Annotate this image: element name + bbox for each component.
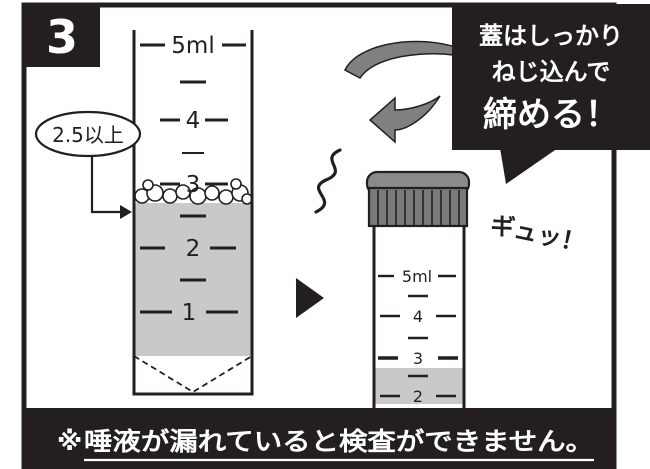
warning-mark: ※ — [57, 427, 82, 457]
right-tube-graduations — [378, 274, 458, 398]
right-tube-body — [372, 226, 466, 408]
instruction-line-3: 締める！ — [483, 95, 619, 135]
left-tube: 5ml 4 3 2 1 — [132, 30, 254, 396]
instruction-line-2: ねじ込んで — [492, 58, 611, 86]
callout-arrowhead — [120, 205, 132, 219]
right-tube: 5ml 4 3 2 — [365, 170, 471, 408]
warning-text: 唾液が漏れていると検査ができません。 — [84, 427, 594, 456]
instruction-line-1: 蓋はしっかり — [479, 22, 623, 50]
instruction-bubble: 蓋はしっかり ねじ込んで 締める！ — [452, 4, 650, 184]
right-tube-mark-3: 3 — [413, 349, 423, 368]
sound-effect-label: ギュッ！ — [488, 211, 588, 258]
left-tube-mark-3: 3 — [186, 172, 201, 198]
right-tube-liquid — [374, 368, 464, 404]
callout-arrow — [90, 156, 122, 214]
step-number: 3 — [46, 10, 78, 64]
next-step-arrow-icon — [296, 278, 324, 318]
left-tube-mark-5ml: 5ml — [171, 33, 214, 59]
left-tube-mark-1: 1 — [182, 300, 197, 326]
right-tube-cap — [365, 170, 471, 228]
right-tube-mark-2: 2 — [413, 387, 423, 406]
warning-bar: ※ 唾液が漏れていると検査ができません。 — [24, 408, 614, 469]
left-tube-mark-2: 2 — [186, 236, 201, 262]
minimum-level-callout: 2.5以上 — [34, 110, 142, 219]
shake-squiggle — [314, 148, 342, 214]
step-number-badge: 3 — [24, 5, 100, 67]
left-tube-foam — [134, 178, 253, 205]
left-tube-mark-4: 4 — [186, 108, 201, 134]
left-tube-graduations — [140, 43, 246, 314]
right-tube-mark-5ml: 5ml — [402, 267, 432, 286]
left-tube-bottom — [133, 355, 253, 394]
minimum-level-label: 2.5以上 — [52, 123, 124, 147]
right-tube-mark-4: 4 — [413, 307, 423, 326]
left-tube-body — [132, 30, 254, 396]
